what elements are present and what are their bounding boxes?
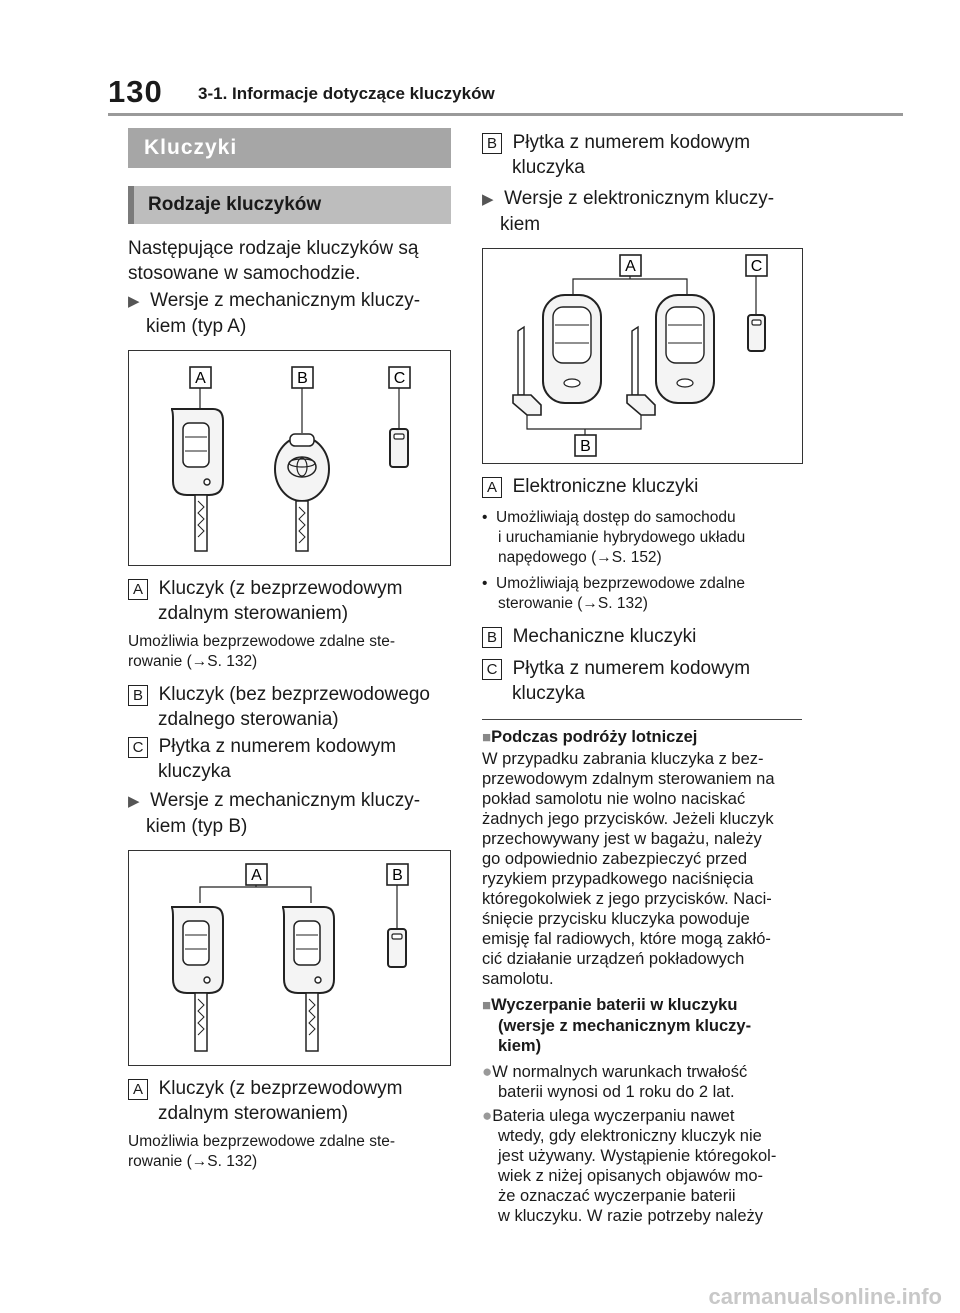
badge-a: A (128, 579, 148, 600)
section-title: Kluczyki (128, 128, 451, 168)
air-travel-text: W przypadku zabrania kluczyka z bez- prz… (482, 750, 775, 988)
mechanical-key-icon (626, 325, 656, 416)
remote-key-icon (170, 906, 224, 1052)
item-a-electronic: A Elektroniczne kluczyki (482, 474, 698, 499)
item-a2-remote-key: A Kluczyk (z bezprzewodowym zdalnym ster… (128, 1076, 402, 1126)
battery-point-2: ●Bateria ulega wyczerpaniu nawet wtedy, … (482, 1106, 777, 1225)
fig-c-label-b: B (580, 438, 591, 455)
battery-heading: ■Wyczerpanie baterii w kluczyku (wersje … (482, 996, 752, 1055)
type-a-heading: ▶ Wersje z mechanicznym kluczy- kiem (ty… (128, 290, 421, 337)
note-a2: Umożliwia bezprzewodowe zdalne ste- rowa… (128, 1133, 396, 1170)
header-rule (108, 113, 903, 116)
code-plate-icon (387, 928, 407, 968)
section-divider (482, 719, 802, 720)
badge-b: B (128, 685, 148, 706)
figure-key-type-a: A B C (128, 350, 451, 566)
badge-b: B (482, 627, 502, 648)
badge-c: C (128, 737, 148, 758)
square-bullet-icon: ■ (482, 997, 492, 1014)
remote-key-icon (281, 906, 335, 1052)
smart-key-icon (542, 294, 602, 404)
fig-a-label-c: C (394, 370, 406, 387)
fig-b-label-a: A (251, 867, 262, 884)
fig-a-label-a: A (195, 370, 206, 387)
type-b-heading: ▶ Wersje z mechanicznym kluczy- kiem (ty… (128, 790, 421, 837)
square-bullet-icon: ■ (482, 729, 492, 746)
arrow-bullet-icon: ▶ (128, 293, 140, 310)
arrow-bullet-icon: ▶ (128, 793, 140, 810)
fig-c-label-a: A (625, 258, 636, 275)
page-number: 130 (108, 74, 163, 109)
item-b-top-plate: B Płytka z numerem kodowym kluczyka (482, 130, 750, 180)
watermark: carmanualsonline.info (708, 1284, 943, 1309)
badge-b: B (482, 133, 502, 154)
battery-point-1: ●W normalnych warunkach trwałość baterii… (482, 1062, 748, 1101)
subsection-title: Rodzaje kluczyków (128, 186, 451, 224)
air-travel-heading: ■Podczas podróży lotniczej (482, 728, 698, 746)
item-c-plate-right: C Płytka z numerem kodowym kluczyka (482, 656, 750, 706)
badge-a: A (482, 477, 502, 498)
electronic-heading: ▶ Wersje z elektronicznym kluczy- kiem (482, 188, 775, 235)
figure-key-type-b: A B (128, 850, 451, 1066)
list-item: • Umożliwiają dostęp do samochodu i uruc… (482, 509, 746, 566)
badge-c: C (482, 659, 502, 680)
item-b-key: B Kluczyk (bez bezprzewodowego zdalnego … (128, 682, 430, 732)
chapter-title: 3-1. Informacje dotyczące kluczyków (198, 84, 495, 103)
figure-electronic-key: A C B (482, 248, 803, 464)
fig-c-label-c: C (751, 258, 763, 275)
item-b-mechanical: B Mechaniczne kluczyki (482, 624, 696, 649)
note-a: Umożliwia bezprzewodowe zdalne ste- rowa… (128, 633, 396, 670)
circle-bullet-icon: ● (482, 1062, 493, 1081)
list-item: • Umożliwiają bezprzewodowe zdalne stero… (482, 575, 746, 612)
circle-bullet-icon: ● (482, 1106, 493, 1125)
mechanical-key-icon (274, 433, 330, 552)
remote-key-icon (170, 408, 224, 552)
item-a-remote-key: A Kluczyk (z bezprzewodowym zdalnym ster… (128, 576, 402, 626)
fig-b-label-b: B (392, 867, 403, 884)
code-plate-icon (747, 314, 766, 352)
item-c-plate: C Płytka z numerem kodowym kluczyka (128, 734, 396, 784)
intro-text: Następujące rodzaje kluczyków są stosowa… (128, 238, 419, 284)
badge-a: A (128, 1079, 148, 1100)
fig-a-label-b: B (297, 370, 308, 387)
bullet-list: • Umożliwiają dostęp do samochodu i uruc… (482, 508, 745, 614)
mechanical-key-icon (512, 325, 542, 416)
code-plate-icon (389, 428, 409, 468)
smart-key-icon (655, 294, 715, 404)
arrow-bullet-icon: ▶ (482, 191, 494, 208)
